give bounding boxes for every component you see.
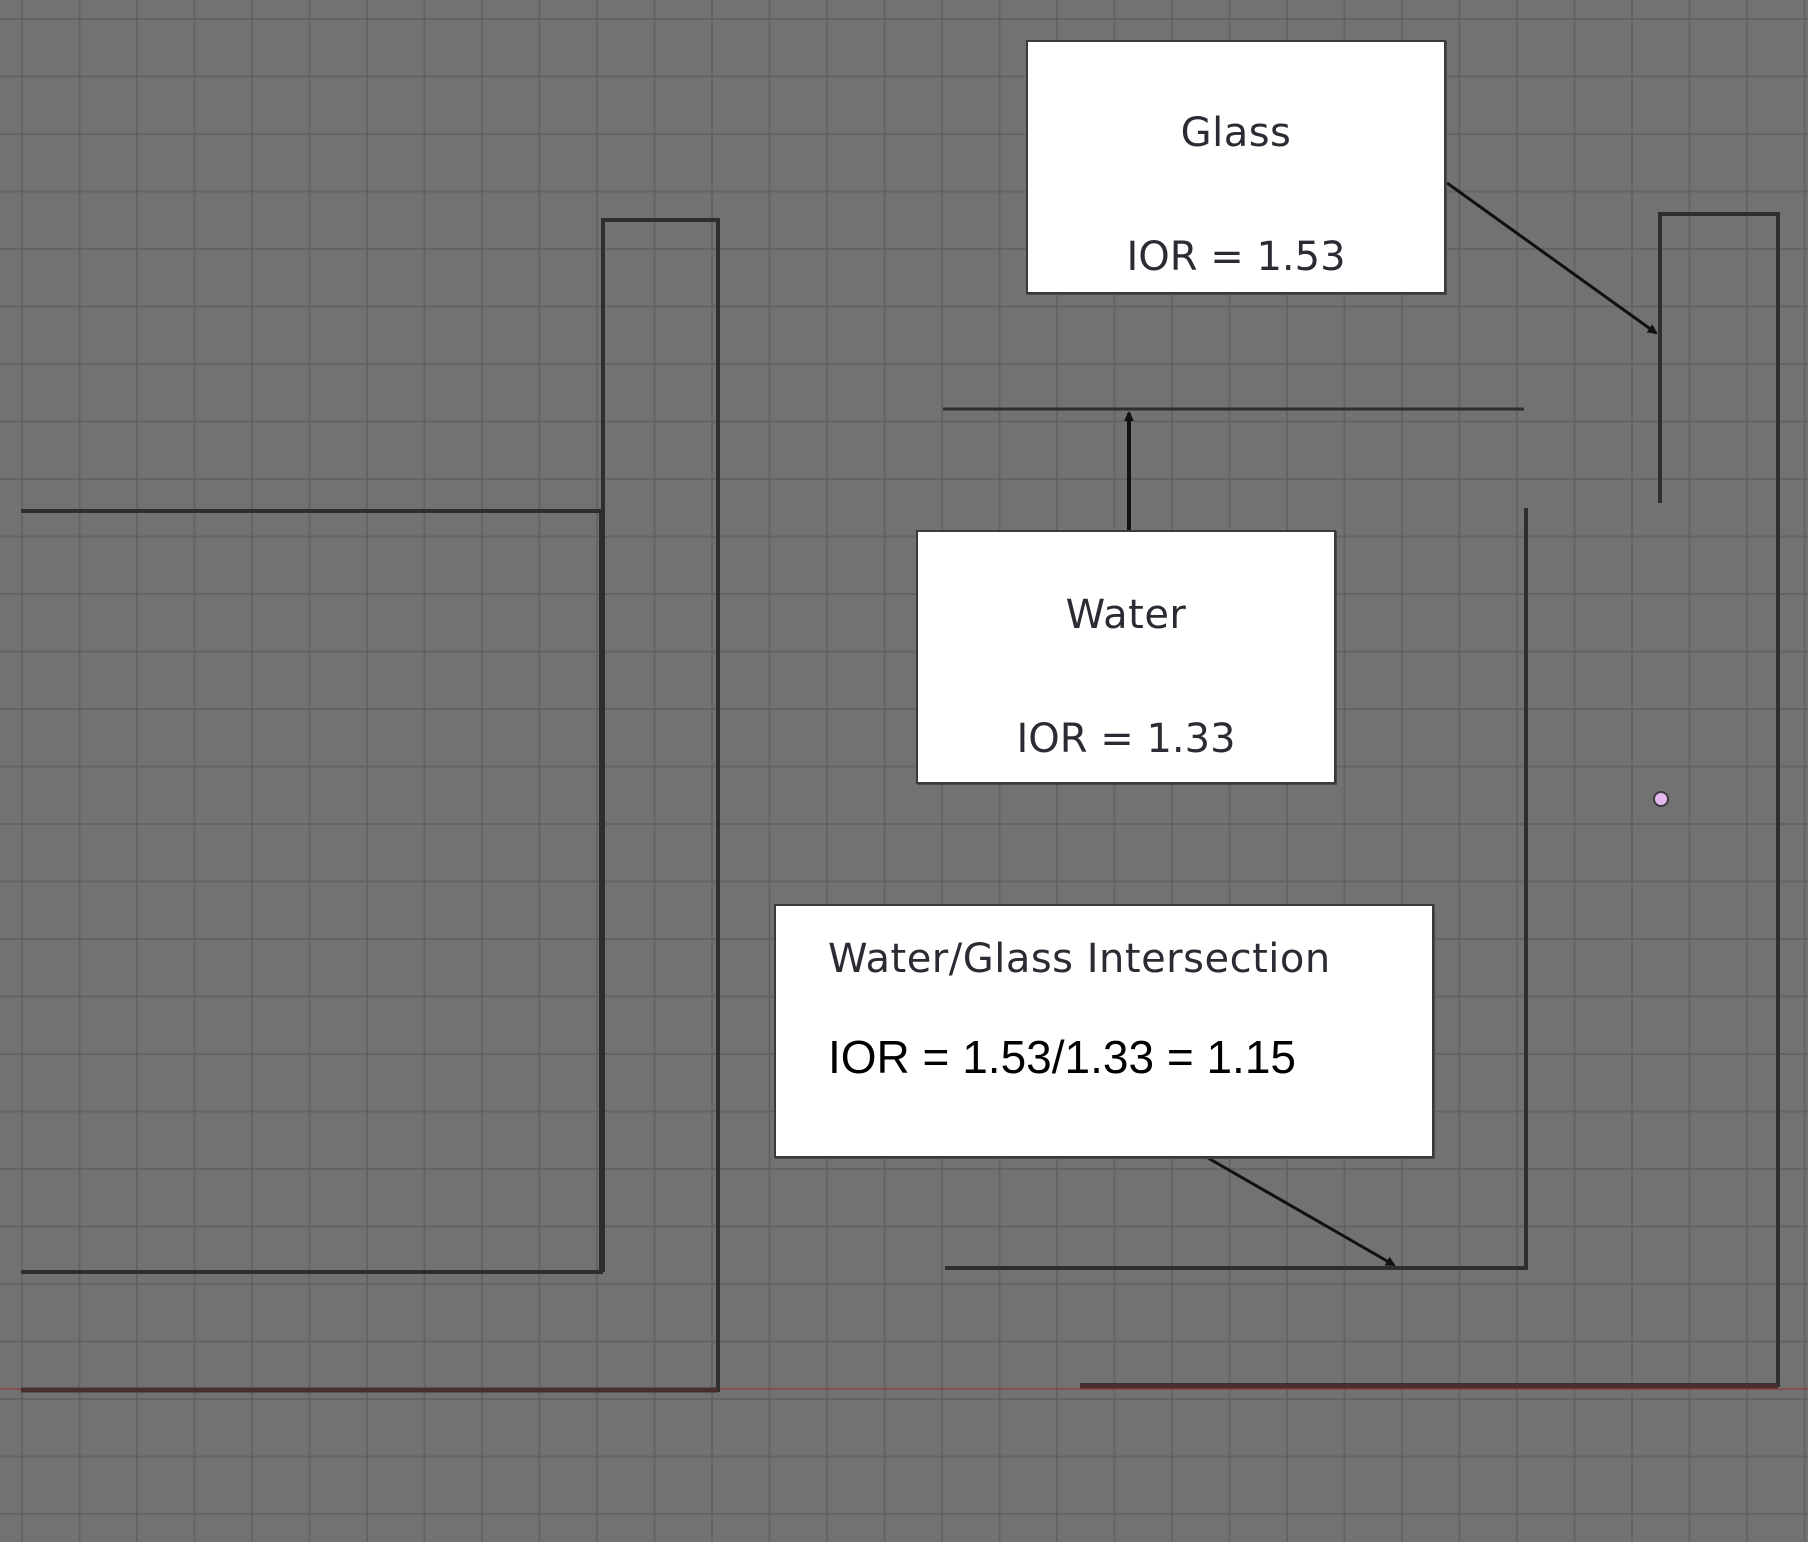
left-water-outline: [21, 509, 603, 1274]
water-label-box: Water IOR = 1.33: [916, 530, 1336, 784]
intersection-label-title: Water/Glass Intersection: [828, 936, 1331, 982]
right-water-wall: [945, 508, 1528, 1270]
glass-label-box: Glass IOR = 1.53: [1026, 40, 1446, 294]
intersection-ior-value: IOR = 1.53/1.33 = 1.15: [828, 1031, 1296, 1083]
glass-ior-value: IOR = 1.53: [1126, 234, 1346, 280]
water-label-title: Water: [1065, 592, 1187, 638]
left-glass-wall: [21, 218, 720, 1392]
selected-vertex-dot[interactable]: [1653, 791, 1669, 807]
intersection-label-box: Water/Glass Intersection IOR = 1.53/1.33…: [774, 904, 1434, 1158]
arrow-glass: [1446, 181, 1658, 335]
arrow-intersection: [1207, 1156, 1396, 1267]
right-glass-inner-wall: [1080, 212, 1780, 1387]
glass-label-title: Glass: [1180, 110, 1292, 156]
water-ior-value: IOR = 1.33: [1016, 716, 1236, 762]
